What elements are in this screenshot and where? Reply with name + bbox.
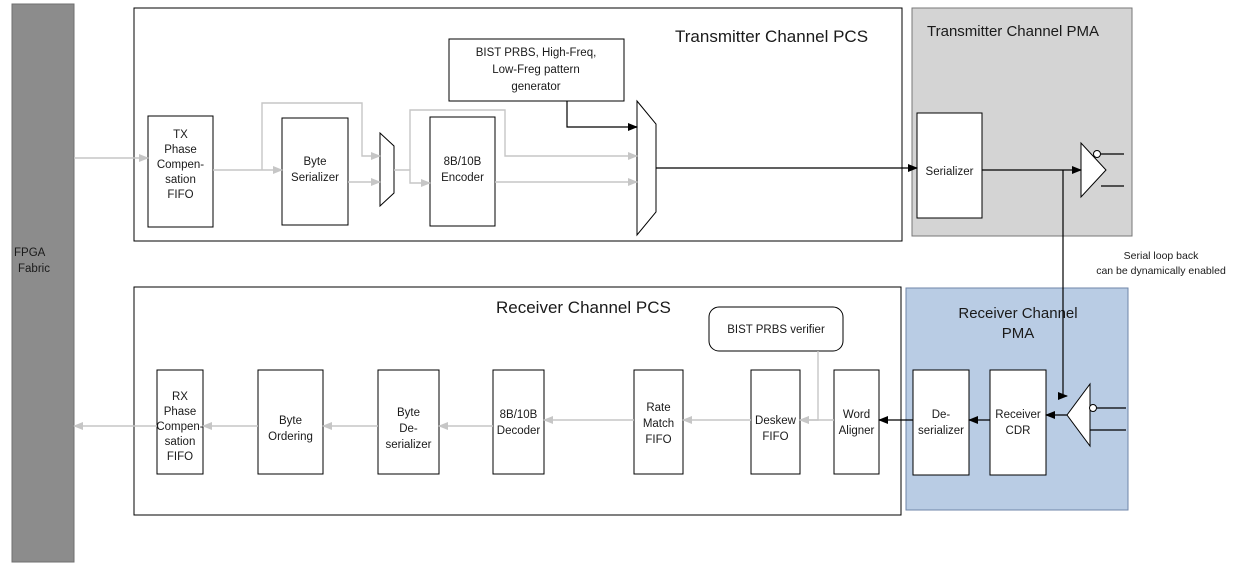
byte-serializer-line1: Byte xyxy=(303,156,326,168)
rx-pma-title-line1: Receiver Channel xyxy=(958,305,1077,322)
tx-buffer-bubble xyxy=(1093,150,1101,158)
rate-match-fifo-block xyxy=(633,369,684,475)
serializer-bypass-arrow xyxy=(261,102,381,170)
rx-pcs-title: Receiver Channel PCS xyxy=(496,298,671,317)
bist-verifier-label: BIST PRBS verifier xyxy=(727,324,825,336)
rx-buffer-bubble xyxy=(1089,404,1097,412)
byte-deserializer-line1: Byte xyxy=(397,407,420,419)
fpga-label-line2: Fabric xyxy=(18,263,50,275)
byte-deserializer-block xyxy=(377,369,440,475)
deskew-line1: Deskew xyxy=(755,415,797,427)
tx-phase-fifo-block xyxy=(147,115,214,228)
byte-deserializer-line3: serializer xyxy=(385,439,431,451)
decoder-line2: Decoder xyxy=(497,425,541,437)
rx-phase-fifo-line3: Compen- xyxy=(156,421,203,433)
tx-phase-fifo-line4: sation xyxy=(165,174,196,186)
rx-phase-fifo-line2: Phase xyxy=(164,406,197,418)
byte-deserializer-line2: De- xyxy=(399,423,418,435)
rx-phase-fifo-block xyxy=(156,369,204,475)
mux-to-encoder-arrow xyxy=(394,169,431,187)
byte-ordering-line1: Byte xyxy=(279,415,302,427)
byte-serializer-block xyxy=(281,117,349,226)
rate-match-line2: Match xyxy=(643,418,674,430)
fpga-fabric-bar xyxy=(11,3,75,563)
word-aligner-line2: Aligner xyxy=(839,425,875,437)
byte-ordering-line2: Ordering xyxy=(268,431,313,443)
byte-ordering-block xyxy=(257,369,324,475)
bist-generator-line1: BIST PRBS, High-Freq, xyxy=(476,47,597,59)
encoder-bypass-arrow xyxy=(409,109,638,170)
deskew-line2: FIFO xyxy=(762,431,788,443)
rate-match-line1: Rate xyxy=(646,402,670,414)
tx-small-mux xyxy=(379,131,395,208)
cdr-line1: Receiver xyxy=(995,409,1041,421)
tx-pcs-title: Transmitter Channel PCS xyxy=(675,27,868,46)
bist-verifier-block xyxy=(708,306,844,352)
encoder-line1: 8B/10B xyxy=(444,156,482,168)
decoder-line1: 8B/10B xyxy=(500,409,538,421)
loopback-label-line2: can be dynamically enabled xyxy=(1096,265,1226,277)
tx-phase-fifo-line2: Phase xyxy=(164,144,197,156)
encoder-line2: Encoder xyxy=(441,172,484,184)
word-aligner-block xyxy=(833,369,880,475)
bist-generator-line3: generator xyxy=(511,81,560,93)
rx-phase-fifo-line5: FIFO xyxy=(167,451,193,463)
loopback-label-line1: Serial loop back xyxy=(1124,250,1199,262)
rx-phase-fifo-line1: RX xyxy=(172,391,188,403)
pma-deserializer-line1: De- xyxy=(932,409,951,421)
byte-serializer-line2: Serializer xyxy=(291,172,339,184)
rx-pma-title-line2: PMA xyxy=(1002,325,1035,342)
tx-pma-title: Transmitter Channel PMA xyxy=(927,23,1099,40)
tx-phase-fifo-line3: Compen- xyxy=(157,159,204,171)
bist-generator-block xyxy=(448,38,625,102)
pma-deserializer-line2: serializer xyxy=(918,425,964,437)
pma-deserializer-block xyxy=(912,369,970,476)
cdr-line2: CDR xyxy=(1006,425,1031,437)
receiver-cdr-block xyxy=(989,369,1047,476)
rx-phase-fifo-line4: sation xyxy=(165,436,196,448)
deskew-fifo-block xyxy=(750,369,801,475)
tx-phase-fifo-line5: FIFO xyxy=(167,189,193,201)
word-aligner-line1: Word xyxy=(843,409,870,421)
tx-serializer-label: Serializer xyxy=(926,166,974,178)
rate-match-line3: FIFO xyxy=(645,434,671,446)
serial-loopback-arrow xyxy=(1058,170,1068,400)
fpga-label-line1: FPGA xyxy=(14,247,46,259)
tx-phase-fifo-line1: TX xyxy=(173,129,188,141)
rx-input-buffer xyxy=(1066,382,1091,448)
bist-generator-line2: Low-Freg pattern xyxy=(492,64,580,76)
bist-to-mux-arrow xyxy=(566,101,638,131)
decoder-block xyxy=(492,369,545,475)
tx-main-mux xyxy=(636,99,657,237)
encoder-block xyxy=(429,116,496,227)
